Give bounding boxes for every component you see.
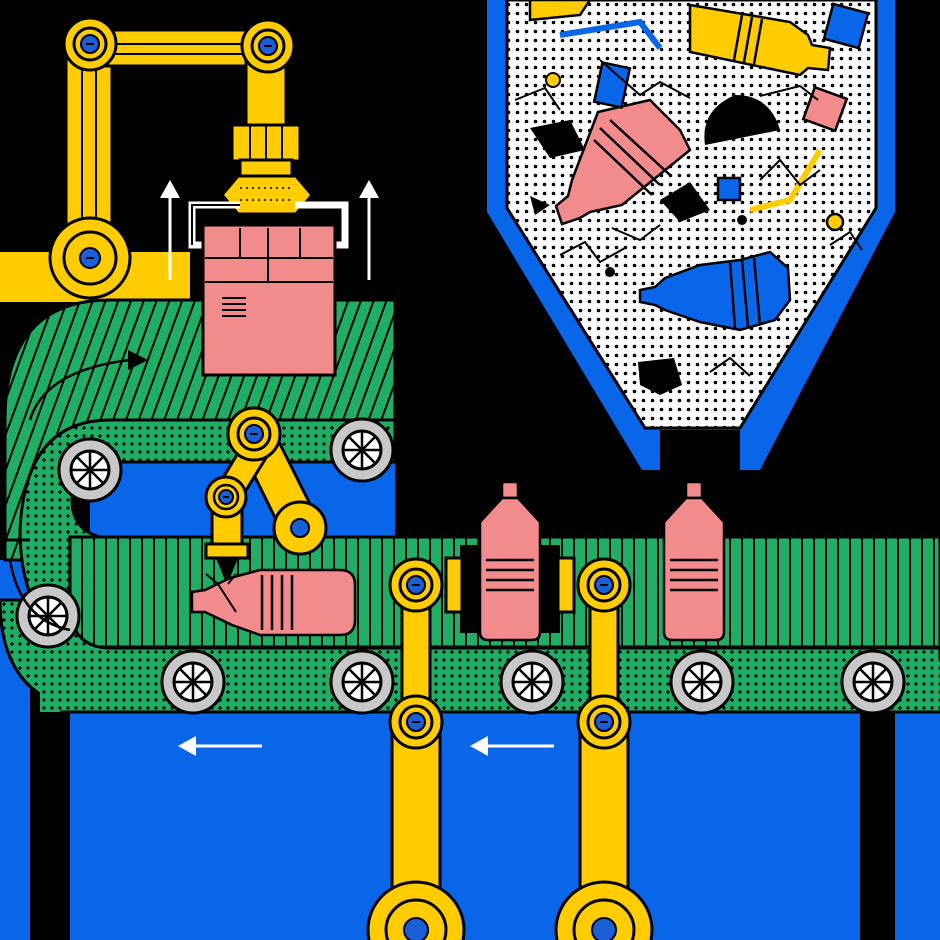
- waste-hopper-icon: [487, 0, 895, 470]
- box-icon: [201, 223, 337, 377]
- blue-floor-right: [895, 700, 940, 940]
- wheel-icon: [499, 649, 565, 715]
- plastic-bottle-icon: [688, 3, 832, 77]
- wheel-icon: [329, 417, 395, 483]
- arrow-icon: [359, 180, 379, 280]
- robot-arm-icon: [48, 16, 349, 300]
- wheel-icon: [669, 649, 735, 715]
- arrow-icon: [8, 559, 71, 632]
- robot-arm-icon: [554, 557, 654, 940]
- wheel-icon: [329, 649, 395, 715]
- robot-arm-icon: [366, 557, 466, 940]
- arrow-icon: [178, 736, 262, 756]
- bottle-clamp: [444, 545, 576, 633]
- plastic-bottle-icon: [638, 250, 792, 332]
- wheel-icon: [57, 437, 123, 503]
- plastic-bottle-icon: [190, 568, 357, 637]
- blue-floor: [70, 700, 860, 940]
- arrow-icon: [470, 736, 554, 756]
- arrow-icon: [160, 180, 180, 280]
- robot-arm-icon: [204, 406, 328, 585]
- plastic-bottle-icon: [554, 98, 692, 226]
- arrow-icon: [28, 350, 148, 421]
- wheel-icon: [840, 649, 906, 715]
- wheel-icon: [160, 649, 226, 715]
- wheel-icon: [15, 583, 81, 649]
